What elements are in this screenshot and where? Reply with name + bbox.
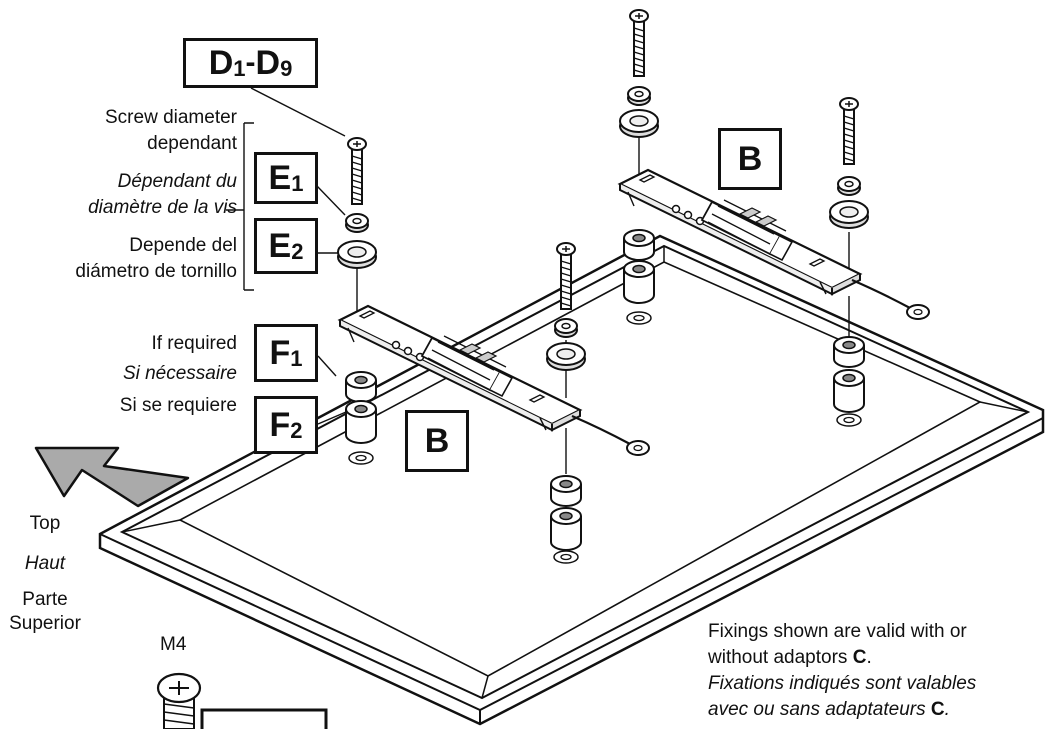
- required-note-fr: Si nécessaire: [122, 363, 237, 384]
- label-b-right-text: B: [737, 140, 763, 178]
- label-d1-main: D: [208, 44, 234, 82]
- top-note-es-1: Parte: [22, 589, 68, 610]
- screw-note-en-1: Screw diameter: [105, 107, 237, 128]
- fixings-note-fr-1: Fixations indiqués sont valables: [708, 673, 977, 694]
- top-note-en: Top: [29, 513, 61, 534]
- label-b-left-text: B: [424, 422, 450, 460]
- fixings-note-en-2: without adaptors C.: [708, 647, 872, 669]
- screw-note-es-1: Depende del: [129, 235, 237, 256]
- fixings-note-en-1: Fixings shown are valid with or: [708, 621, 967, 642]
- label-d9-sub: 9: [280, 56, 293, 81]
- m4-label: M4: [160, 634, 187, 655]
- fixings-note-en-text: without adaptors: [708, 647, 853, 668]
- label-e2-sub: 2: [291, 239, 304, 264]
- m4-screw-icon: [156, 672, 202, 729]
- label-d9-main: D: [255, 44, 281, 82]
- fixings-note-en-ref: C: [852, 647, 867, 668]
- label-f2-sub: 2: [290, 418, 303, 443]
- screw-note-es-2: diámetro de tornillo: [75, 261, 237, 282]
- screw-note-fr-1: Dépendant du: [117, 171, 237, 192]
- fixings-note-fr-2: avec ou sans adaptateurs C.: [708, 699, 950, 721]
- screw-note-en-2: dependant: [147, 133, 237, 154]
- label-f1-main: F: [269, 334, 291, 372]
- label-b-left: B: [405, 410, 469, 472]
- label-f1-sub: 1: [290, 346, 303, 371]
- label-f2-main: F: [269, 406, 291, 444]
- fixings-note-fr-end: .: [944, 699, 950, 720]
- top-note-fr: Haut: [24, 553, 66, 574]
- fixings-note-fr-text: avec ou sans adaptateurs: [708, 699, 931, 720]
- label-e2-main: E: [268, 227, 292, 265]
- label-d-dash: -: [245, 46, 256, 79]
- top-direction-arrow: [34, 446, 190, 508]
- label-e1-main: E: [268, 159, 292, 197]
- label-b-right: B: [718, 128, 782, 190]
- top-note-es-2: Superior: [9, 613, 81, 634]
- required-note-en: If required: [151, 333, 237, 354]
- label-d1-sub: 1: [233, 56, 246, 81]
- fixings-note-fr-ref: C: [930, 699, 945, 720]
- screw-note-fr-2: diamètre de la vis: [88, 197, 237, 218]
- fixings-note-en-end: .: [866, 647, 872, 668]
- label-e1-sub: 1: [291, 171, 304, 196]
- required-note-es: Si se requiere: [119, 395, 237, 416]
- partial-label-box: [200, 708, 328, 729]
